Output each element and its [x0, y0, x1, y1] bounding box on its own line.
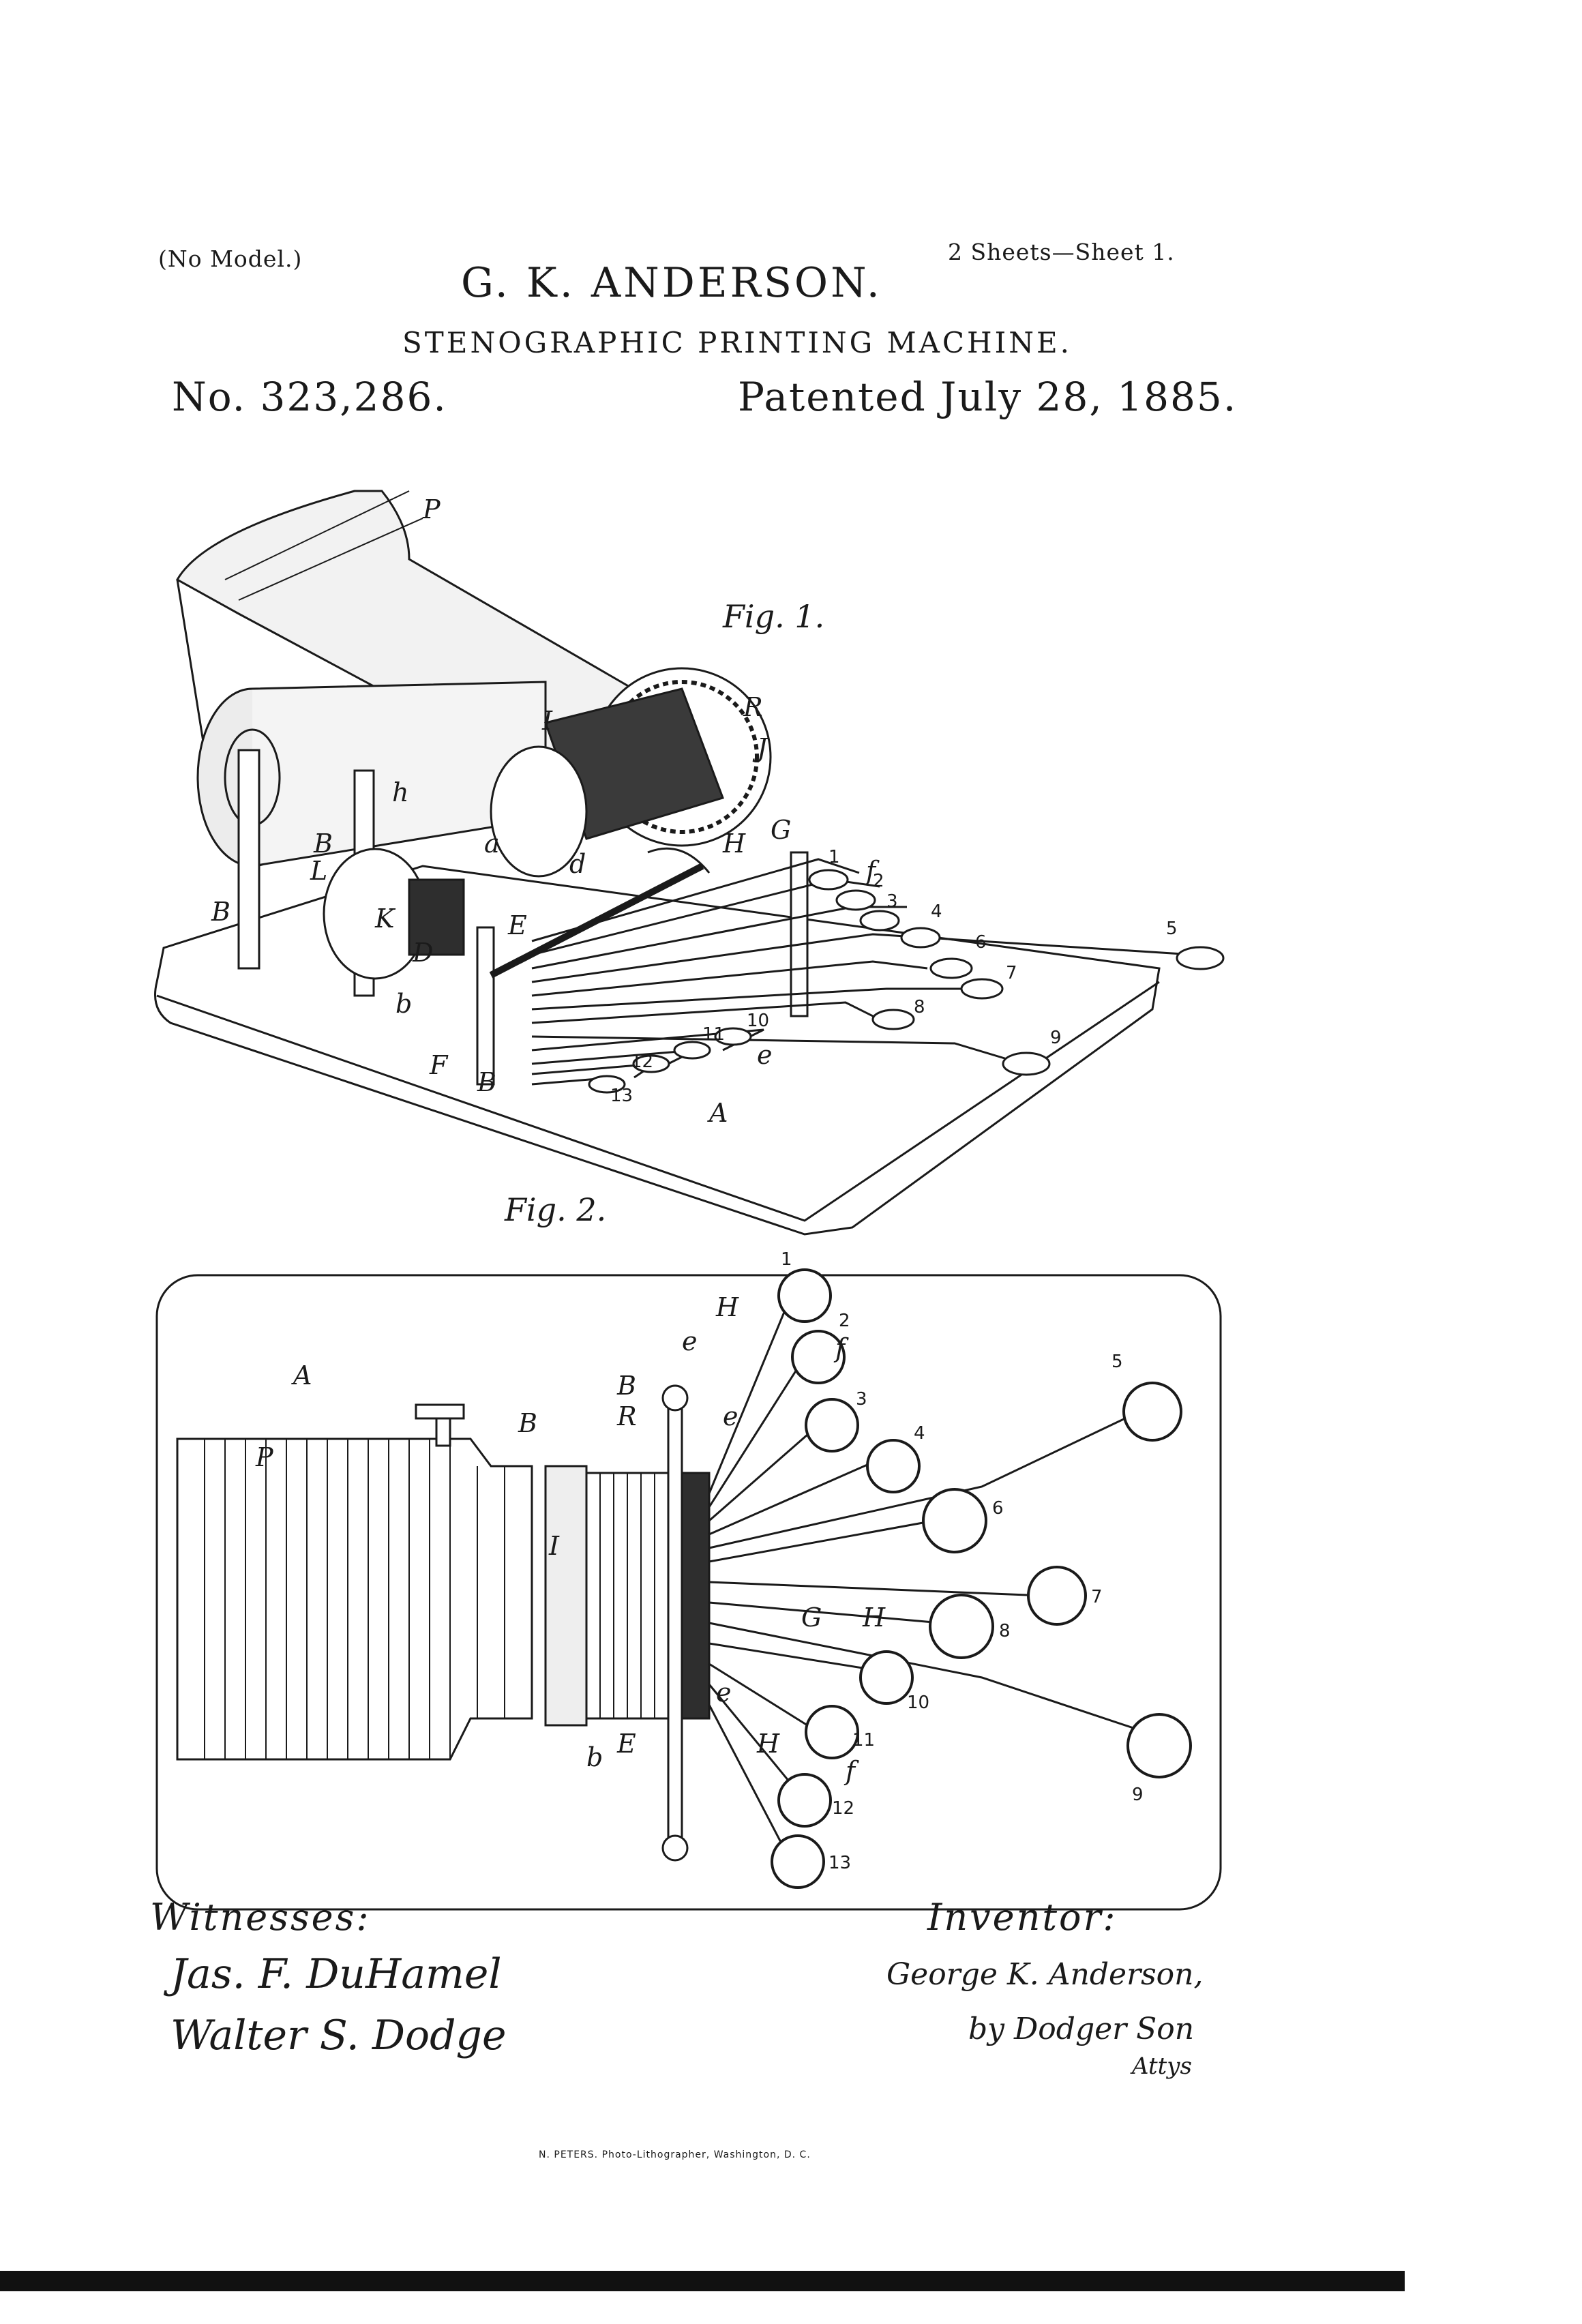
fig1-caption: Fig. 1.: [722, 598, 824, 635]
witness-signature-1: Jas. F. DuHamel: [170, 1950, 502, 1998]
key-number-label: 9: [1050, 1028, 1062, 1048]
key-number-label: 5: [1111, 1352, 1123, 1372]
fig2-label-B2: B: [616, 1371, 636, 1401]
fig1-label-a: a: [484, 829, 500, 859]
fig2-drawing: [157, 1270, 1221, 1909]
fig1-post-left: [239, 750, 259, 968]
fig2-label-B: B: [518, 1408, 537, 1438]
fig2-label-H: H: [715, 1292, 739, 1322]
fig2-shaft: [668, 1405, 682, 1841]
fig2-label-b: b: [586, 1742, 603, 1772]
fig2-label-H2: H: [862, 1603, 886, 1633]
key-number-label: 7: [1091, 1587, 1103, 1607]
key-number-label: 12: [631, 1052, 653, 1072]
key-number-label: 10: [907, 1693, 929, 1713]
fig1-label-B3: B: [477, 1067, 496, 1097]
attys-label: Attys: [1132, 2053, 1192, 2080]
key-number-label: 7: [1006, 963, 1017, 983]
fig1-label-d: d: [569, 849, 586, 879]
fig1-label-F: F: [429, 1050, 449, 1080]
fig1-label-e: e: [757, 1040, 773, 1070]
attorney-signature: by Dodger Son: [968, 2012, 1194, 2046]
key-number-label: 2: [873, 871, 884, 891]
fig2-caption: Fig. 2.: [504, 1191, 606, 1228]
fig2-label-R: R: [616, 1401, 637, 1431]
key-number-label: 11: [702, 1024, 725, 1045]
fig1-label-G: G: [771, 815, 791, 845]
fig2-knob: [416, 1405, 464, 1418]
fig2-label-e2: e: [723, 1401, 738, 1431]
fig1-label-B: B: [313, 829, 333, 859]
fig1-label-A: A: [707, 1098, 728, 1128]
key-number-label: 3: [856, 1389, 867, 1410]
fig1-label-b: b: [395, 989, 412, 1019]
key-number-label: 12: [832, 1798, 854, 1819]
key-number-label: 8: [999, 1621, 1011, 1641]
fig2-roller: [546, 1466, 586, 1725]
witness-signature-2: Walter S. Dodge: [170, 2012, 506, 2059]
fig1-label-h: h: [392, 777, 408, 807]
fig2-label-A: A: [291, 1360, 312, 1390]
key-number-label: 2: [839, 1311, 850, 1331]
fig1-label-D: D: [412, 938, 433, 968]
fig2-label-H3: H: [756, 1729, 780, 1759]
key-number-label: 9: [1132, 1785, 1144, 1805]
fig2-label-G: G: [801, 1603, 822, 1633]
key-number-label: 11: [852, 1730, 875, 1751]
fig1-post-front: [477, 927, 494, 1084]
key-number-label: 4: [931, 902, 942, 922]
key-number-label: 5: [1166, 919, 1178, 939]
key-number-label: 1: [829, 847, 840, 867]
fig2-paper-cover: [177, 1439, 532, 1759]
fig2-label-E: E: [616, 1729, 636, 1759]
fig1-label-B2: B: [211, 897, 230, 927]
key-number-label: 4: [914, 1423, 925, 1444]
fig2-label-e3: e: [716, 1678, 732, 1708]
fig2-captions: Fig. 2.: [504, 1191, 606, 1228]
fig1-label-L: L: [310, 856, 327, 886]
key-number-label: 6: [992, 1498, 1004, 1519]
key-number-label: 6: [975, 932, 987, 953]
inventor-label: Inventor:: [927, 1896, 1118, 1939]
printer-imprint: N. PETERS. Photo-Lithographer, Washingto…: [539, 2149, 811, 2160]
fig1-label-E: E: [507, 910, 527, 940]
scan-edge-bar: [0, 2271, 1405, 2291]
inventor-signature: George K. Anderson,: [886, 1957, 1204, 1992]
fig1-label-K: K: [374, 904, 396, 934]
fig2-label-e: e: [682, 1326, 698, 1356]
fig1-label-H: H: [722, 829, 746, 859]
key-number-label: 8: [914, 997, 925, 1017]
fig2-label-P: P: [255, 1442, 274, 1472]
witnesses-heading: Witnesses:: [150, 1896, 371, 1939]
fig1-label-R: R: [743, 692, 763, 722]
key-number-label: 13: [610, 1086, 633, 1106]
fig1-post-right: [791, 852, 807, 1016]
key-number-label: 3: [886, 891, 898, 912]
fig2-label-I: I: [548, 1531, 560, 1561]
fig1-base-plate: [155, 866, 1160, 1234]
fig1-label-P: P: [422, 494, 441, 524]
fig1-label-I: I: [541, 706, 553, 736]
key-number-label: 10: [747, 1011, 769, 1031]
key-number-label: 1: [781, 1249, 792, 1270]
key-number-label: 13: [829, 1853, 851, 1873]
